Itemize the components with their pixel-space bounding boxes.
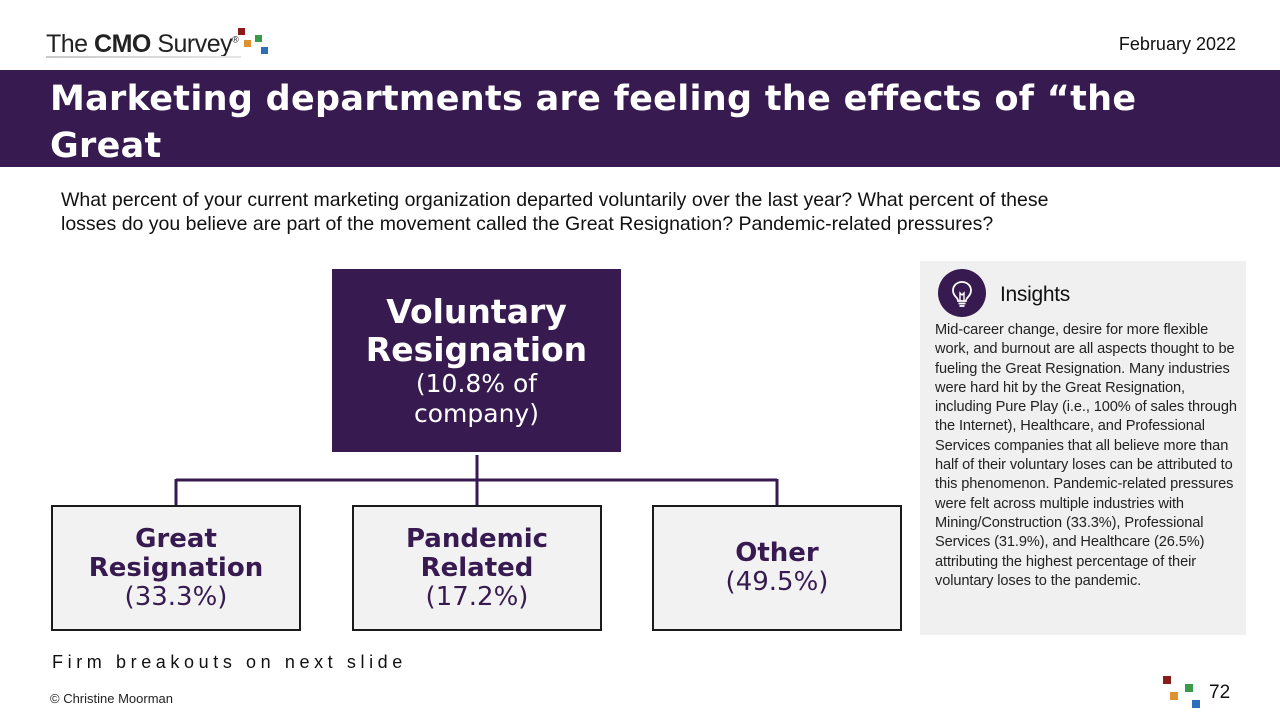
firm-breakouts-note: Firm breakouts on next slide xyxy=(52,652,407,672)
footer-square-green xyxy=(1185,684,1193,692)
logo-square-red xyxy=(238,28,245,35)
great-resignation-label-2: Resignation xyxy=(88,552,264,583)
voluntary-resignation-box: Voluntary Resignation (10.8% of company) xyxy=(332,269,621,452)
pandemic-related-box: Pandemic Related (17.2%) xyxy=(352,505,602,631)
other-label: Other xyxy=(735,538,819,568)
logo-underline xyxy=(46,56,241,58)
pandemic-related-label-1: Pandemic xyxy=(405,523,549,554)
page-number: 72 xyxy=(1209,682,1231,703)
root-sub-line-2: company) xyxy=(414,398,539,428)
great-resignation-label-1: Great xyxy=(135,523,217,554)
lightbulb-icon xyxy=(938,269,986,317)
pandemic-related-label-2: Related xyxy=(420,552,534,583)
survey-question: What percent of your current marketing o… xyxy=(61,189,1049,235)
slide-title-line-2: Resignation” within their teams xyxy=(50,173,693,213)
logo-wordmark: The CMO Survey® xyxy=(46,30,239,59)
root-label-line-2: Resignation xyxy=(365,329,588,369)
logo-square-orange xyxy=(244,40,251,47)
insights-panel: Insights Mid-career change, desire for m… xyxy=(920,261,1246,635)
report-date: February 2022 xyxy=(1118,34,1236,54)
footer-square-blue xyxy=(1192,700,1200,708)
logo-square-blue xyxy=(261,47,268,54)
logo-square-green xyxy=(255,35,262,42)
logo-text-prefix: The xyxy=(46,30,88,58)
other-value: (49.5%) xyxy=(725,567,829,597)
root-label-line-1: Voluntary xyxy=(386,291,567,331)
insights-body: Mid-career change, desire for more flexi… xyxy=(935,322,1237,589)
logo-text-suffix: Survey xyxy=(157,30,233,58)
slide-title: Marketing departments are feeling the ef… xyxy=(50,76,1230,217)
title-bar: Marketing departments are feeling the ef… xyxy=(0,70,1280,213)
great-resignation-value: (33.3%) xyxy=(124,581,228,612)
insights-title: Insights xyxy=(1000,283,1070,306)
footer-square-orange xyxy=(1170,692,1178,700)
pandemic-related-value: (17.2%) xyxy=(425,581,529,612)
logo-text-bold: CMO xyxy=(94,30,151,58)
root-sub-line-1: (10.8% of xyxy=(415,368,538,398)
logo-registered: ® xyxy=(232,34,239,45)
great-resignation-box: Great Resignation (33.3%) xyxy=(51,505,301,631)
slide-title-line-1: Marketing departments are feeling the ef… xyxy=(50,79,1137,166)
copyright: © Christine Moorman xyxy=(50,691,174,706)
footer-square-red xyxy=(1163,676,1171,684)
other-box: Other (49.5%) xyxy=(652,505,902,631)
